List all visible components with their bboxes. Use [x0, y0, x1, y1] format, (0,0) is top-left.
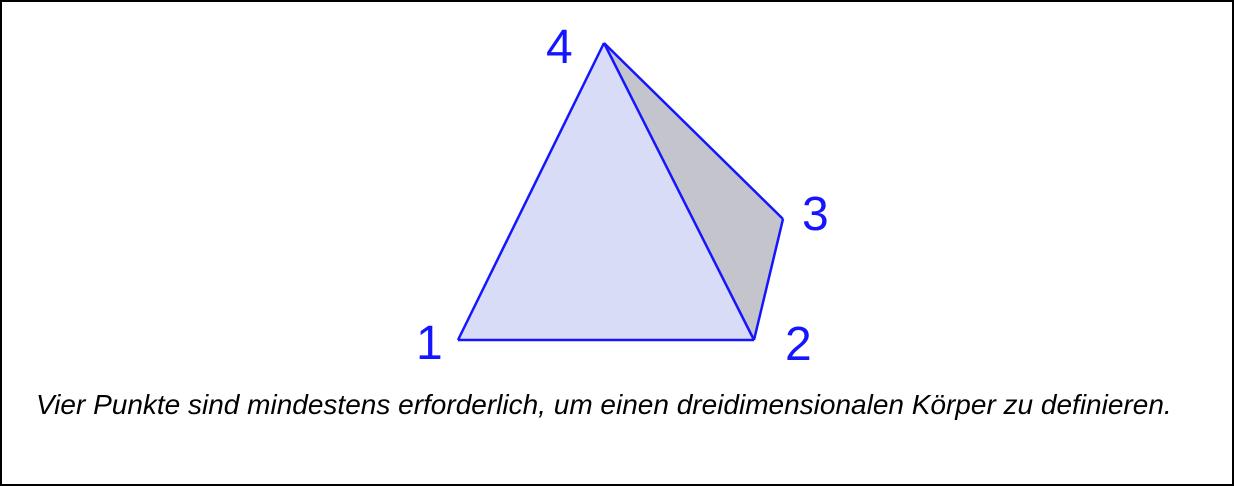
- vertex-label-3: 3: [802, 188, 829, 241]
- vertex-label-4: 4: [546, 21, 573, 74]
- edge-4-3: [603, 42, 784, 220]
- edge-2-3: [752, 218, 785, 341]
- tetrahedron-side-face: [604, 43, 783, 340]
- vertex-label-1: 1: [416, 317, 443, 370]
- edge-1-4: [456, 42, 606, 341]
- tetrahedron-front-face: [458, 43, 754, 340]
- edge-2-4: [602, 42, 756, 341]
- figure-caption: Vier Punkte sind mindestens erforderlich…: [36, 389, 1172, 420]
- vertex-label-2: 2: [785, 318, 812, 371]
- tetrahedron-diagram: 1 2 3 4: [416, 21, 829, 371]
